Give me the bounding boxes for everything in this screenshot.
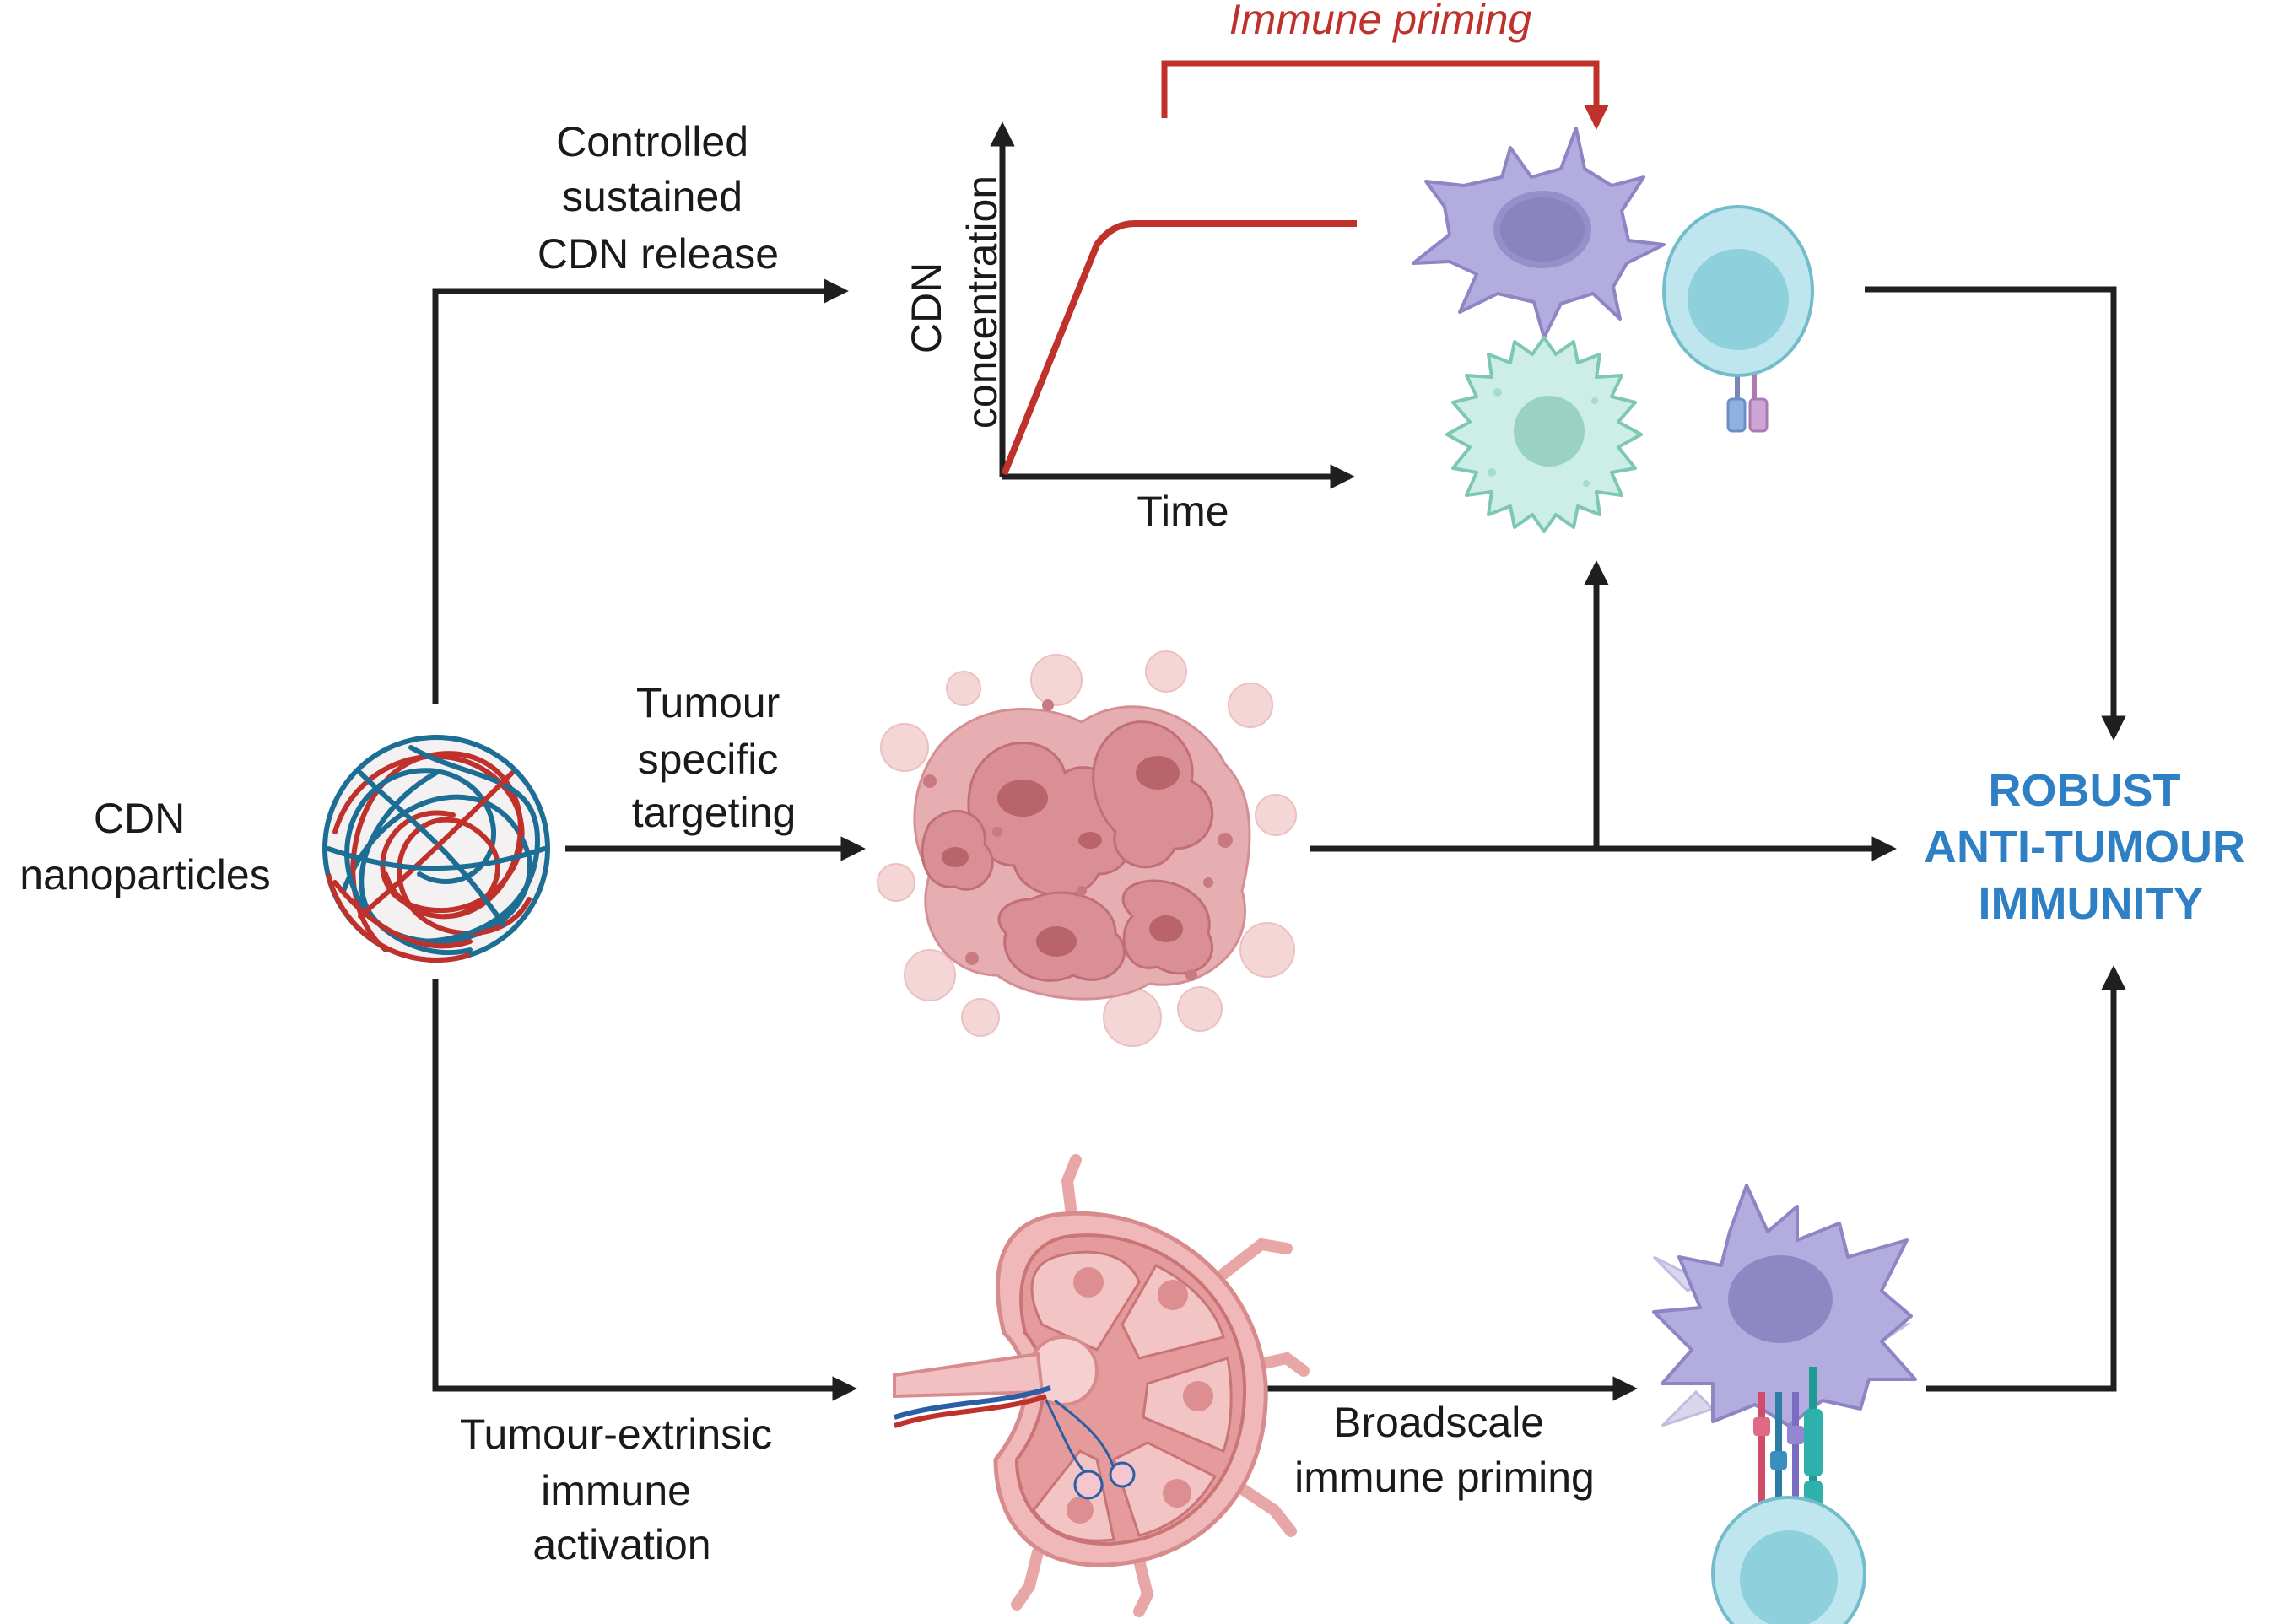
- controlled-release-line-1: Controlled: [556, 118, 748, 165]
- arrow-cells-to-outcome: [1865, 286, 2126, 741]
- outcome-line-3: IMMUNITY: [1979, 878, 2204, 929]
- graph-ylabel: CDN concentration: [903, 175, 1006, 429]
- outcome-line-2: ANTI-TUMOUR: [1924, 822, 2245, 872]
- controlled-release-line-3: CDN release: [537, 230, 779, 278]
- extrinsic-activation-line-1: Tumour-extrinsic: [460, 1411, 772, 1458]
- outcome-line-1: ROBUST: [1988, 765, 2180, 816]
- controlled-release-line-2: sustained: [562, 173, 743, 220]
- synapse-receptors: [1753, 1367, 1823, 1519]
- release-graph: CDN concentration Time: [903, 121, 1357, 535]
- immune-synapse-icon: [1652, 1184, 1917, 1624]
- broadscale-priming-line-1: Broadscale: [1333, 1399, 1544, 1446]
- release-curve: [1001, 220, 1357, 476]
- immune-priming-arrow: [1161, 60, 1609, 130]
- nanoparticle-icon: [322, 735, 550, 963]
- immune-priming-label: Immune priming: [1229, 0, 1532, 43]
- extrinsic-activation-line-3: activation: [532, 1521, 710, 1568]
- lymph-node-icon: [893, 1154, 1310, 1617]
- flow-arrows: [432, 60, 2126, 1401]
- graph-ylabel-line-2: concentration: [959, 175, 1006, 429]
- broadscale-priming-label: Broadscale immune priming: [1294, 1399, 1595, 1501]
- cdn-nanoparticles-line-1: CDN: [94, 795, 185, 842]
- arrow-to-release: [432, 278, 849, 704]
- extrinsic-activation-line-2: immune: [541, 1467, 691, 1514]
- cdn-nanoparticles-label: CDN nanoparticles: [19, 795, 270, 898]
- dendritic-cell-icon: [1412, 127, 1666, 339]
- graph-xlabel: Time: [1137, 488, 1229, 535]
- tumour-targeting-line-2: specific: [638, 736, 779, 783]
- tumour-targeting-line-1: Tumour: [636, 679, 780, 726]
- controlled-release-label: Controlled sustained CDN release: [537, 118, 779, 278]
- broadscale-priming-line-2: immune priming: [1294, 1454, 1595, 1501]
- macrophage-icon: [1445, 336, 1643, 533]
- tumour-targeting-line-3: targeting: [632, 789, 797, 836]
- arrow-to-lymph-node: [432, 979, 857, 1401]
- outcome-label: ROBUST ANTI-TUMOUR IMMUNITY: [1924, 765, 2258, 929]
- arrow-synapse-to-outcome: [1926, 965, 2126, 1392]
- t-cell-icon: [1662, 205, 1814, 433]
- tumour-targeting-label: Tumour specific targeting: [632, 679, 797, 836]
- cdn-nanoparticles-line-2: nanoparticles: [19, 851, 270, 898]
- extrinsic-activation-label: Tumour-extrinsic immune activation: [460, 1411, 784, 1568]
- tumour-icon: [877, 650, 1297, 1047]
- graph-ylabel-line-1: CDN: [903, 262, 950, 353]
